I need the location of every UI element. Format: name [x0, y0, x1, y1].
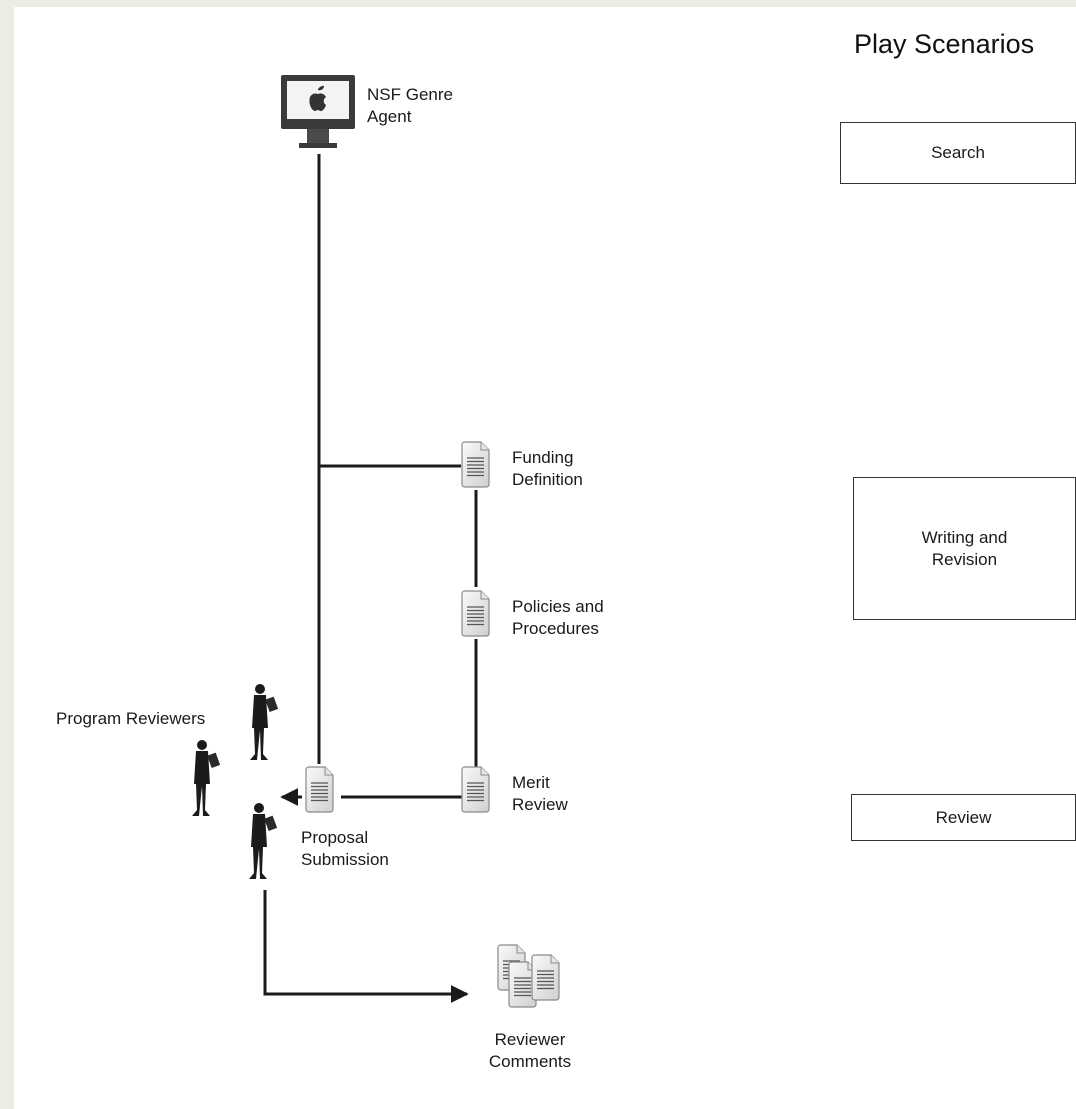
scenario-writing-revision-box[interactable]: Writing and Revision — [853, 477, 1076, 620]
merit-review-label: Merit Review — [512, 773, 568, 814]
businessman-icon — [192, 740, 221, 816]
nsf-genre-agent-label: NSF Genre Agent — [367, 85, 453, 126]
reviewer-comments-label: Reviewer Comments — [488, 1030, 572, 1071]
scenario-review-box[interactable]: Review — [851, 794, 1076, 841]
connector-lines — [263, 154, 478, 1003]
businessman-icon — [250, 684, 279, 760]
policies-procedures-document-icon — [461, 590, 490, 637]
merit-review-document-icon — [461, 766, 490, 813]
program-reviewers-label: Program Reviewers — [56, 709, 206, 728]
proposal-submission-label: Proposal Submission — [301, 828, 389, 869]
businessman-icon — [249, 803, 278, 879]
scenario-search-box[interactable]: Search — [840, 122, 1076, 184]
flow-diagram — [192, 75, 560, 1008]
funding-definition-label: Funding Definition — [512, 448, 583, 489]
computer-monitor-icon — [281, 75, 355, 148]
policies-procedures-label: Policies and Procedures — [512, 597, 604, 638]
page-title: Play Scenarios — [854, 29, 1035, 59]
reviewers-comments-arrow — [263, 890, 469, 1003]
funding-definition-document-icon — [461, 441, 490, 488]
proposal-submission-document-icon — [305, 766, 334, 813]
reviewer-comments-stacked-documents-icon — [497, 944, 560, 1008]
scenario-writing-revision-label: Writing and Revision — [921, 527, 1008, 569]
diagram-canvas: Play Scenarios Search Writing and Revisi… — [14, 7, 1076, 1109]
scenario-review-label: Review — [935, 807, 992, 827]
scenario-search-label: Search — [931, 143, 985, 162]
